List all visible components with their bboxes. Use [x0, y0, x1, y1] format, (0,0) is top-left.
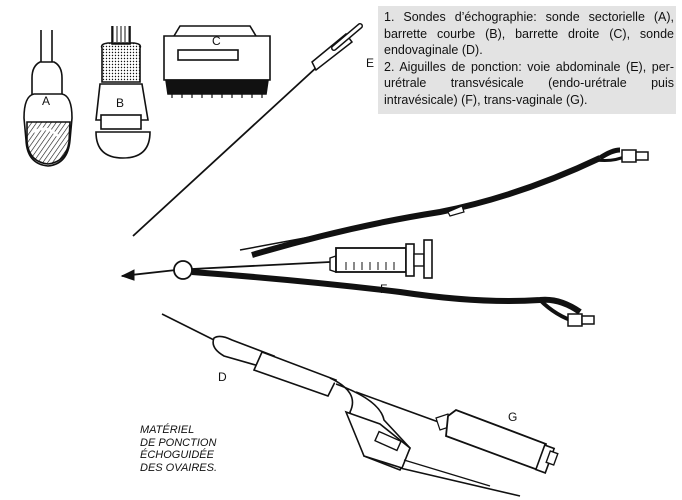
title-line-3: ÉCHOGUIDÉE	[140, 449, 214, 461]
curved-array-probe-b	[95, 26, 151, 159]
title-line-2: DE PONCTION	[140, 436, 217, 449]
label-g: G	[508, 410, 518, 424]
label-a: A	[42, 94, 51, 108]
label-b: B	[116, 96, 125, 110]
caption-line-needles: 2. Aiguilles de ponction: voie abdominal…	[384, 59, 674, 107]
label-f: F	[380, 282, 388, 296]
abdominal-needle-e	[132, 23, 363, 237]
title-line-1: MATÉRIEL	[140, 424, 195, 436]
label-e: E	[366, 56, 375, 70]
caption: 1. Sondes d’échographie: sonde sectoriel…	[384, 9, 674, 108]
linear-array-probe-c	[163, 25, 271, 98]
urethral-needle-f	[120, 147, 649, 327]
label-d: D	[218, 370, 227, 384]
caption-line-probes: 1. Sondes d’échographie: sonde sectoriel…	[384, 10, 674, 57]
label-c: C	[212, 34, 221, 48]
title-line-4: DES OVAIRES.	[140, 461, 218, 474]
sector-probe-a	[23, 30, 73, 167]
caption-box	[378, 6, 676, 114]
figure-title: MATÉRIEL DE PONCTION ÉCHOGUIDÉE DES OVAI…	[140, 424, 217, 474]
endovaginal-probe-d-needle-g	[161, 313, 559, 497]
